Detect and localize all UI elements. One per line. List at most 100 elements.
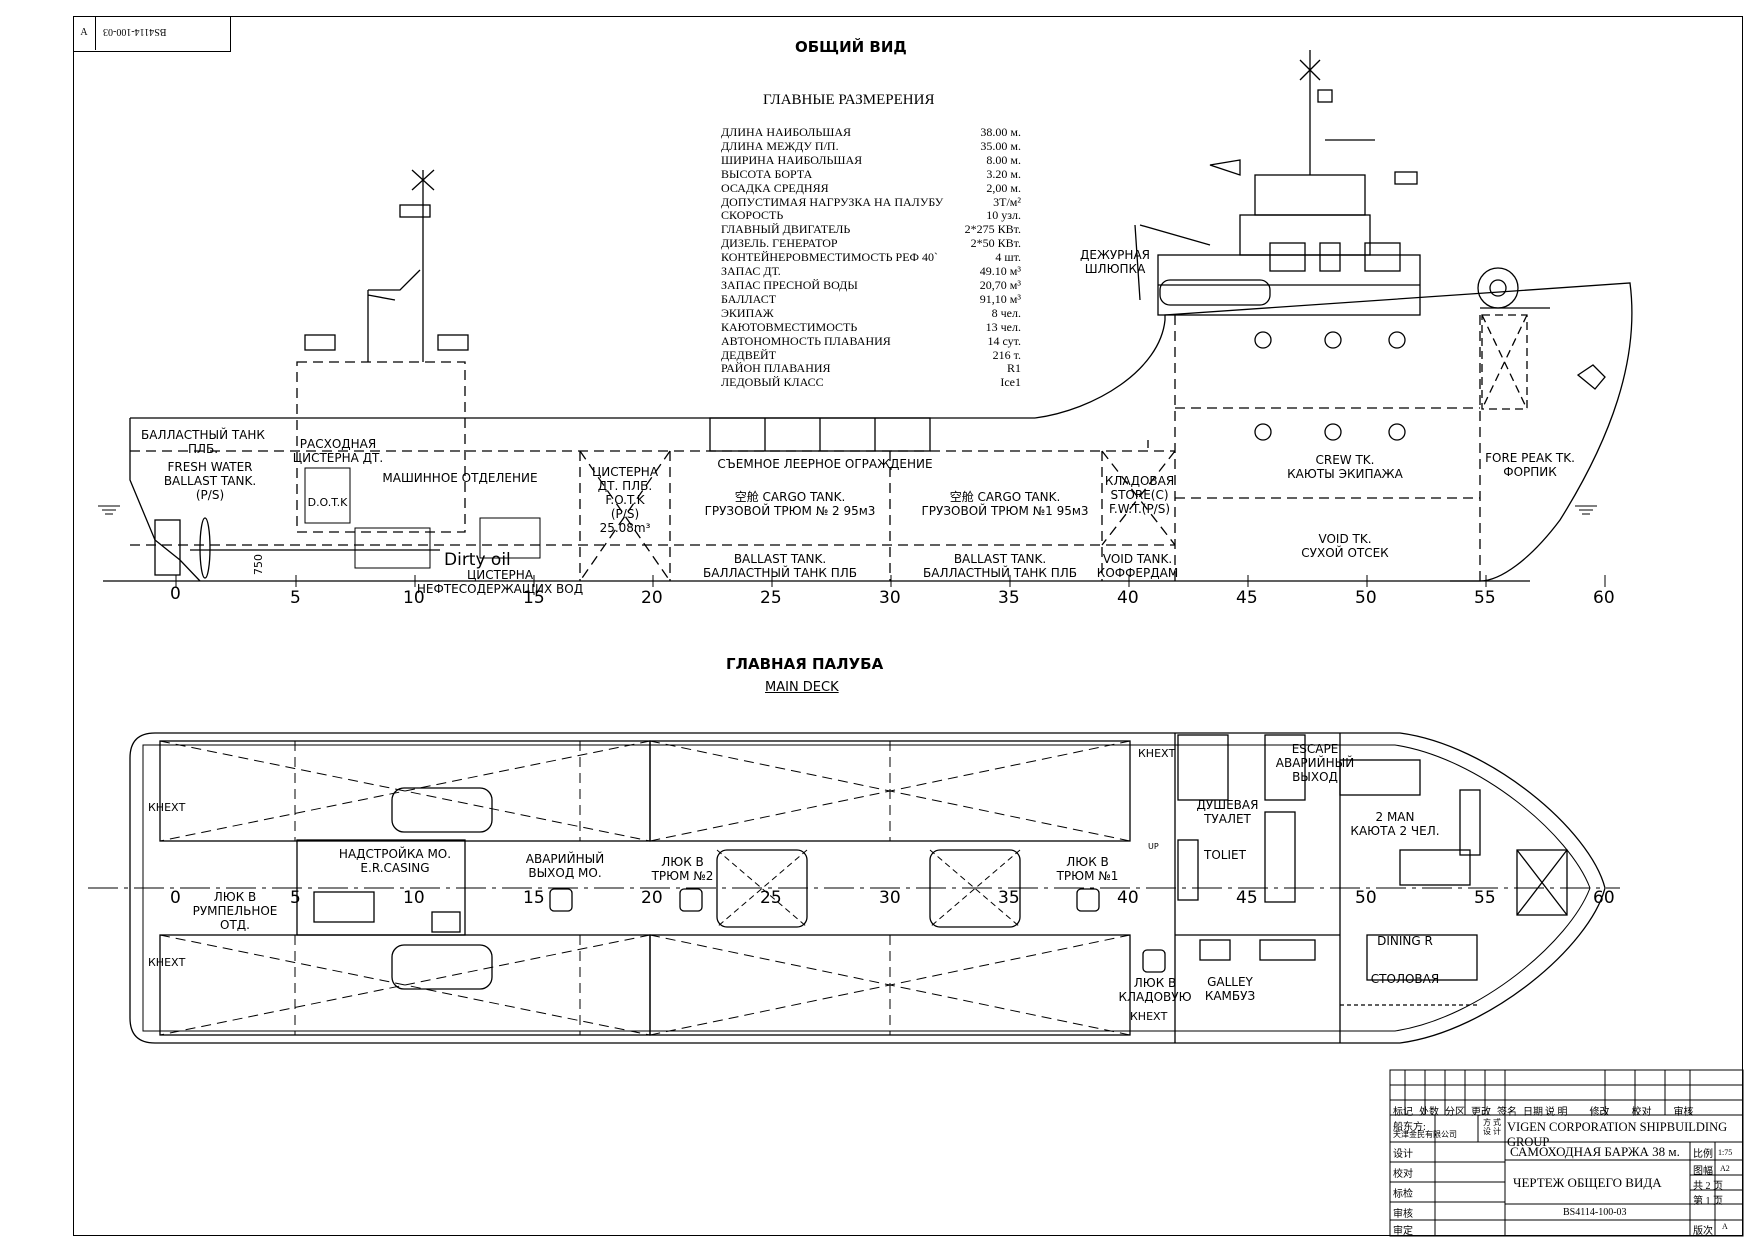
label-cargo-tank-2: 空舱 CARGO TANK. ГРУЗОВОЙ ТРЮМ № 2 95м3 [704, 490, 876, 518]
label-engine-room: МАШИННОЕ ОТДЕЛЕНИЕ [382, 471, 538, 485]
frame-num-0: 0 [170, 584, 181, 604]
deck-frame-15: 15 [523, 888, 545, 908]
tb-owner: 天津金民有限公司 [1393, 1130, 1457, 1139]
title-block-header-row: 标记 处数 分区 更改 签名 日期 [1393, 1103, 1543, 1118]
tb-review: 审核 [1393, 1209, 1413, 1220]
particulars-name: ЛЕДОВЫЙ КЛАСС [721, 375, 824, 390]
frame-ticks [175, 575, 1606, 587]
label-railing: СЪЕМНОЕ ЛЕЕРНОЕ ОГРАЖДЕНИЕ [717, 457, 933, 471]
label-rudder-hatch: ЛЮК В РУМПЕЛЬНОЕ ОТД. [192, 890, 278, 932]
particulars-value: 14 сут. [987, 333, 1021, 348]
tb-checker: 校对 [1393, 1169, 1413, 1180]
tb-hdr-5: 签名 [1497, 1107, 1517, 1118]
particulars-name: ДЛИНА МЕЖДУ П/П. [721, 138, 839, 153]
particulars-row: ДЛИНА МЕЖДУ П/П.35.00 м. [721, 138, 1021, 154]
deck-frame-55: 55 [1474, 888, 1496, 908]
deck-frame-0: 0 [170, 888, 181, 908]
tb-designer: 设计 [1393, 1149, 1413, 1160]
label-toilet: TOLIET [1204, 848, 1246, 862]
title-block-grid [1389, 1069, 1744, 1237]
deck-frame-20: 20 [641, 888, 663, 908]
label-dirty-oil: Dirty oil [444, 550, 511, 570]
tb-size: A2 [1720, 1164, 1730, 1173]
label-rescue-boat: ДЕЖУРНАЯ ШЛЮПКА [1079, 248, 1150, 276]
deck-frame-60: 60 [1593, 888, 1615, 908]
frame-num-30: 30 [879, 588, 901, 608]
tb-rev: A [1722, 1222, 1728, 1231]
particulars-value: 3Т/м² [993, 194, 1021, 209]
label-hatch-hold-2: ЛЮК В ТРЮМ №2 [651, 855, 714, 883]
particulars-value: 3.20 м. [986, 166, 1021, 181]
label-cabin: 2 MAN КАЮТА 2 ЧЕЛ. [1350, 810, 1440, 838]
tb-owner-label: 船东方: [1393, 1122, 1426, 1133]
particulars-value: 216 т. [992, 347, 1021, 362]
frame-num-35: 35 [998, 588, 1020, 608]
label-shower: ДУШЕВАЯ ТУАЛЕТ [1196, 798, 1259, 826]
particulars-value: 91,10 м³ [979, 291, 1021, 306]
tb-hdr2-1: 说 明 [1545, 1107, 1568, 1118]
label-ballast-tank: БАЛЛАСТНЫЙ ТАНК ПЛБ. [141, 428, 265, 456]
particulars-name: ЗАПАС ПРЕСНОЙ ВОДЫ [721, 277, 858, 292]
frame-num-10: 10 [403, 588, 425, 608]
particulars-row: КОНТЕЙНЕРОВМЕСТИМОСТЬ РЕФ 40` 4 шт. [721, 250, 1021, 265]
frame-num-45: 45 [1236, 588, 1258, 608]
tb-hdr-4: 更改 [1471, 1107, 1491, 1118]
label-dotk: D.O.T.K [307, 496, 348, 509]
deck-frame-50: 50 [1355, 888, 1377, 908]
particulars-title: ГЛАВНЫЕ РАЗМЕРЕНИЯ [763, 92, 935, 108]
particulars-value: 4 шт. [995, 250, 1021, 265]
tb-sheet-no: 第 1 页 [1693, 1196, 1723, 1207]
tb-design-party: 方 式 设 计 [1483, 1118, 1501, 1136]
profile-title: ОБЩИЙ ВИД [795, 38, 907, 56]
frame-num-60: 60 [1593, 588, 1615, 608]
tb-approve: 审定 [1393, 1226, 1413, 1237]
label-bollard-port-fwd: КНЕХТ [1138, 747, 1176, 760]
tb-size-label: 图幅 [1693, 1166, 1713, 1177]
particulars-name: ГЛАВНЫЙ ДВИГАТЕЛЬ [721, 222, 851, 237]
particulars-name: КОНТЕЙНЕРОВМЕСТИМОСТЬ РЕФ 40` [721, 250, 939, 265]
label-cargo-tank-1: 空舱 CARGO TANK. ГРУЗОВОЙ ТРЮМ №1 95м3 [921, 490, 1089, 518]
tb-hdr2-2: 修改 [1589, 1107, 1610, 1118]
label-fore-peak: FORE PEAK TK. ФОРПИК [1485, 451, 1575, 479]
deck-frame-25: 25 [760, 888, 782, 908]
deck-frame-30: 30 [879, 888, 901, 908]
corner-letter: A [73, 16, 96, 50]
particulars-value: R1 [1006, 361, 1021, 376]
deck-frame-35: 35 [998, 888, 1020, 908]
label-escape: ESCAPE АВАРИЙНЫЙ ВЫХОД [1275, 742, 1355, 784]
frame-num-20: 20 [641, 588, 663, 608]
particulars-value: 8 чел. [991, 305, 1021, 320]
label-void-cofferdam: VOID TANK. КОФФЕРДАМ [1096, 552, 1179, 580]
tb-standard: 标检 [1393, 1189, 1413, 1200]
particulars-name: АВТОНОМНОСТЬ ПЛАВАНИЯ [721, 333, 891, 348]
drawing-sheet-border [73, 16, 1743, 1236]
particulars-name: РАЙОН ПЛАВАНИЯ [721, 361, 831, 376]
tb-hdr2-3: 校对 [1631, 1107, 1652, 1118]
frame-num-40: 40 [1117, 588, 1139, 608]
particulars-name: СКОРОСТЬ [721, 208, 784, 223]
label-bollard-stbd-aft: КНЕХТ [148, 956, 186, 969]
label-galley: GALLEY КАМБУЗ [1204, 975, 1256, 1003]
frame-num-5: 5 [290, 588, 301, 608]
tb-scale: 1:75 [1718, 1148, 1733, 1157]
particulars-value: 38.00 м. [980, 125, 1021, 139]
title-block-header-row-2: 说 明 修改 校对 审核 [1545, 1103, 1694, 1118]
dim-750: 750 [252, 554, 265, 575]
label-crew: CREW TK. КАЮТЫ ЭКИПАЖА [1287, 453, 1403, 481]
deck-subtitle: MAIN DECK [765, 680, 839, 695]
particulars-name: ДИЗЕЛЬ. ГЕНЕРАТОР [721, 236, 838, 251]
tb-sheets: 共 2 页 [1693, 1181, 1723, 1192]
label-stair-up: UP [1148, 842, 1159, 851]
label-store-hatch: ЛЮК В КЛАДОВУЮ [1118, 976, 1192, 1004]
particulars-name: ЗАПАС ДТ. [721, 264, 781, 279]
particulars-value: 2*275 КВт. [964, 222, 1021, 237]
particulars-name: ЭКИПАЖ [721, 305, 774, 320]
